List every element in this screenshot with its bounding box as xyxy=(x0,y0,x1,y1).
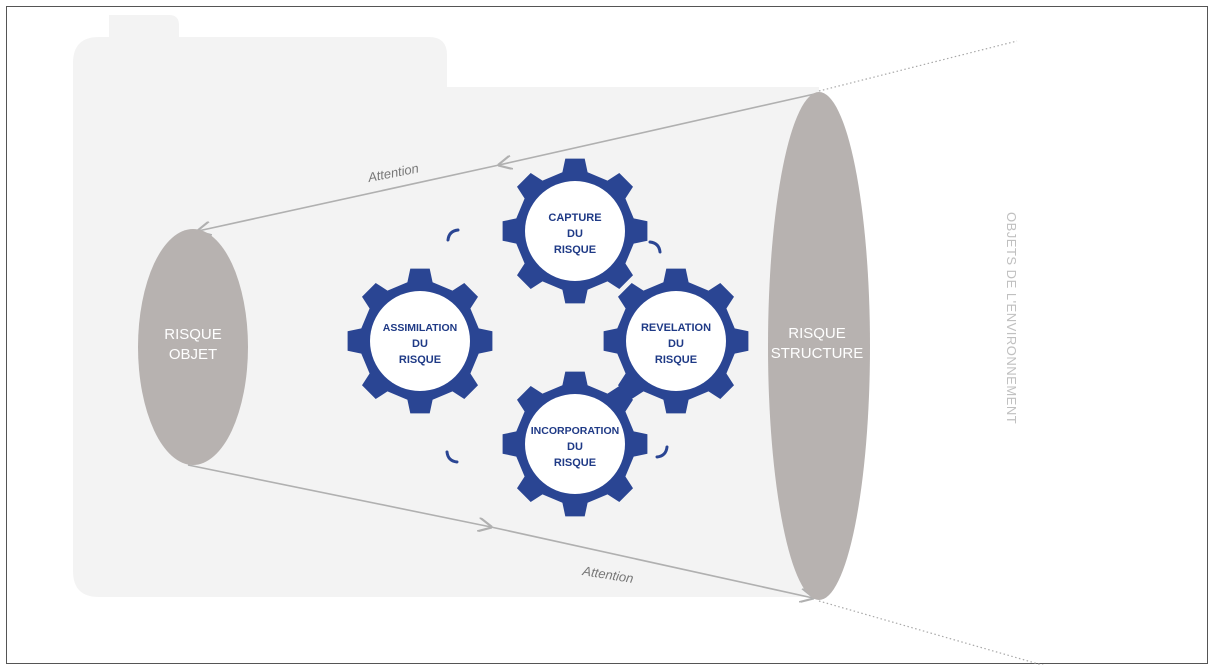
gear-assimilation-label-line3: RISQUE xyxy=(399,354,441,366)
gear-hub xyxy=(525,181,625,281)
bottom-attention-arrow xyxy=(187,464,813,598)
gear-hub xyxy=(626,291,726,391)
cycle-arrow-bottom-right-icon xyxy=(655,445,669,459)
gear-revelation-label-line2: DU xyxy=(668,338,684,350)
risque-objet-node: RISQUE OBJET xyxy=(138,229,248,465)
cycle-arrow-top-left-icon xyxy=(446,228,460,242)
gear-incorporation: INCORPORATION DU RISQUE xyxy=(502,371,648,517)
gear-capture: CAPTURE DU RISQUE xyxy=(502,158,648,304)
gear-revelation-label-line3: RISQUE xyxy=(655,354,697,366)
gear-incorporation-label-line2: DU xyxy=(567,441,583,453)
gear-assimilation-label-line2: DU xyxy=(412,338,428,350)
risque-objet-label-line1: RISQUE xyxy=(164,326,222,343)
risk-cycle-diagram: Attention Attention RISQUE OBJET RISQUE … xyxy=(73,15,1045,665)
diagram-frame: Attention Attention RISQUE OBJET RISQUE … xyxy=(6,6,1208,665)
gear-hub xyxy=(525,394,625,494)
gear-assimilation-label-line1: ASSIMILATION xyxy=(383,322,457,334)
gear-capture-label-line3: RISQUE xyxy=(554,244,596,256)
top-dotted-line xyxy=(818,40,1018,92)
cycle-arrow-bottom-left-icon xyxy=(445,450,459,464)
gear-assimilation: ASSIMILATION DU RISQUE xyxy=(347,268,493,414)
risque-objet-label-line2: OBJET xyxy=(169,346,217,363)
top-attention-arrow xyxy=(198,92,820,231)
gear-incorporation-label-line3: RISQUE xyxy=(554,457,596,469)
environment-label: OBJETS DE L'ENVIRONNEMENT xyxy=(1004,212,1019,424)
gear-hub xyxy=(370,291,470,391)
risque-structure-label-line2: STRUCTURE xyxy=(771,345,864,362)
gear-capture-label-line2: DU xyxy=(567,228,583,240)
gear-revelation-label-line1: REVELATION xyxy=(641,322,711,334)
gear-incorporation-label-line1: INCORPORATION xyxy=(531,425,619,437)
cycle-arrow-top-right-icon xyxy=(648,240,662,254)
gear-capture-label-line1: CAPTURE xyxy=(548,212,601,224)
risque-structure-node: RISQUE STRUCTURE xyxy=(768,92,870,600)
bottom-dotted-line xyxy=(818,600,1045,665)
gear-revelation: REVELATION DU RISQUE xyxy=(603,268,749,414)
gears-cycle: CAPTUREDURISQUEREVELATIONDURISQUEINCORPO… xyxy=(347,158,749,517)
risque-structure-label-line1: RISQUE xyxy=(788,325,846,342)
